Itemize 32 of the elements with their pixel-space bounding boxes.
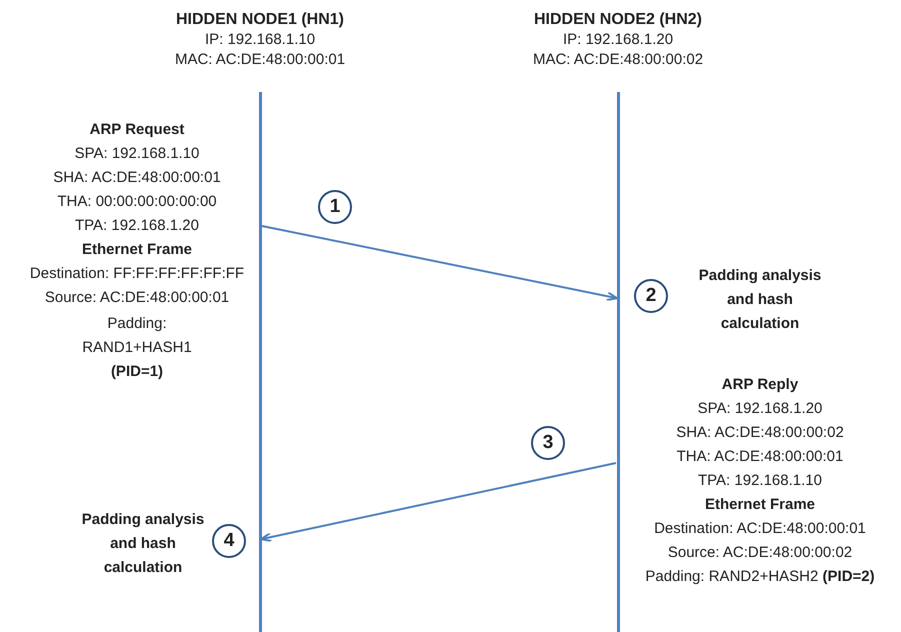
message-field: SPA: 192.168.1.20 (620, 399, 900, 419)
step-note: Padding analysis and hash calculation (80, 510, 206, 578)
message-field: SPA: 192.168.1.10 (0, 144, 277, 164)
step-number-circle: 3 (531, 426, 565, 460)
step-note: Padding analysis and hash calculation (698, 266, 822, 334)
node-detail: MAC: AC:DE:48:00:00:02 (532, 50, 704, 70)
message-field: Source: AC:DE:48:00:00:01 (0, 288, 277, 308)
message-field: Destination: AC:DE:48:00:00:01 (620, 519, 900, 539)
message-heading: ARP Reply (720, 375, 800, 395)
node-detail: IP: 192.168.1.10 (204, 30, 316, 50)
step-number-circle: 4 (212, 524, 246, 558)
message-field: Source: AC:DE:48:00:00:02 (620, 543, 900, 563)
message-field: THA: 00:00:00:00:00:00 (0, 192, 277, 212)
message-field: SHA: AC:DE:48:00:00:01 (0, 168, 277, 188)
node-heading: HIDDEN NODE2 (HN2) (532, 10, 703, 30)
message-field: Padding: RAND2+HASH2 (PID=2) (620, 567, 900, 587)
message-heading: ARP Request (88, 120, 186, 140)
message-arrow (260, 462, 616, 542)
node-heading: HIDDEN NODE1 (HN1) (174, 10, 345, 30)
step-number-circle: 2 (634, 279, 668, 313)
step-number-circle: 1 (318, 190, 352, 224)
message-field: Destination: FF:FF:FF:FF:FF:FF (0, 264, 277, 284)
message-arrow (262, 225, 618, 302)
message-field: Padding: RAND1+HASH1 (PID=1) (57, 312, 217, 384)
message-field: TPA: 192.168.1.10 (620, 471, 900, 491)
message-field: TPA: 192.168.1.20 (0, 216, 277, 236)
message-heading: Ethernet Frame (704, 495, 816, 515)
node-detail: MAC: AC:DE:48:00:00:01 (174, 50, 346, 70)
message-field: THA: AC:DE:48:00:00:01 (620, 447, 900, 467)
message-heading: Ethernet Frame (80, 240, 194, 260)
node-detail: IP: 192.168.1.20 (562, 30, 674, 50)
message-field: SHA: AC:DE:48:00:00:02 (620, 423, 900, 443)
